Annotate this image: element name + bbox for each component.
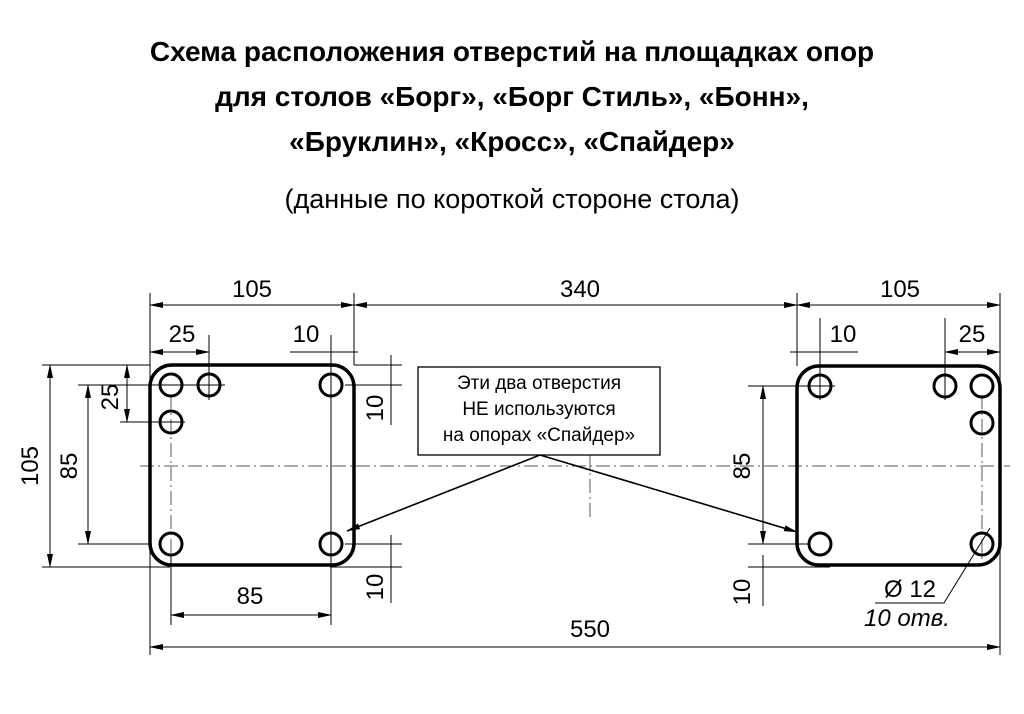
- dim-left-top-10: 10: [362, 395, 389, 422]
- right-holes: [807, 373, 995, 557]
- dim-right-width: 105: [880, 276, 920, 303]
- dim-right-offset-10: 10: [830, 321, 857, 348]
- dim-total: 550: [570, 616, 610, 643]
- dimension-lines: [47, 302, 1001, 650]
- left-holes: [158, 372, 344, 557]
- hole: [807, 531, 833, 557]
- hole-diameter: Ø 12: [884, 576, 936, 603]
- note-box: [417, 366, 661, 456]
- hole-spec-leader: [875, 527, 991, 604]
- dim-left-offset-25: 25: [169, 321, 196, 348]
- note-line-1: Эти два отверстия: [457, 373, 621, 394]
- subtitle: (данные по короткой стороне стола): [284, 184, 740, 214]
- note-line-3: на опорах «Спайдер»: [443, 425, 635, 446]
- title-line-1: Схема расположения отверстий на площадка…: [149, 36, 875, 67]
- note-arrow-left: [346, 454, 541, 532]
- extension-lines: [42, 293, 1001, 655]
- hole: [969, 531, 995, 557]
- title-line-2: для столов «Борг», «Борг Стиль», «Бонн»,: [215, 81, 809, 112]
- hole-count: 10 отв.: [864, 605, 950, 632]
- hole: [969, 410, 995, 436]
- dim-right-hole-span-v: 85: [729, 453, 756, 480]
- note-line-2: НЕ используются: [462, 399, 615, 420]
- title-line-3: «Бруклин», «Кросс», «Спайдер»: [289, 126, 735, 157]
- dim-left-height: 105: [17, 446, 44, 486]
- dim-left-offset-10: 10: [293, 321, 320, 348]
- hole: [969, 373, 995, 399]
- dim-left-hole-span-h: 85: [237, 583, 264, 610]
- dim-left-bottom-10: 10: [362, 574, 389, 601]
- dim-right-bottom-10: 10: [729, 579, 756, 606]
- dim-left-width: 105: [232, 276, 272, 303]
- note-arrow-right: [539, 454, 798, 533]
- dim-left-offset-v-25: 25: [97, 384, 124, 411]
- dim-right-offset-25: 25: [959, 321, 986, 348]
- dim-gap: 340: [560, 276, 600, 303]
- dim-left-hole-span-v: 85: [56, 453, 83, 480]
